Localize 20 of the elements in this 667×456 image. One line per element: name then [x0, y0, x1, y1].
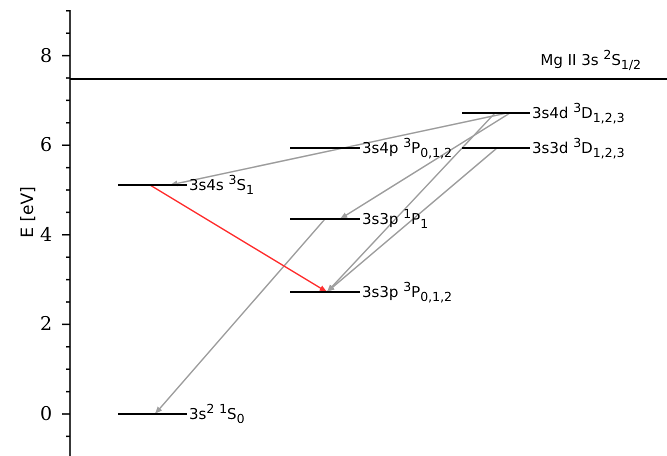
axis-title: E [eV]	[16, 186, 39, 238]
level-label: 3s$^{2}$ $^{1}$S$_{0}$	[188, 400, 245, 428]
tick-label: 6	[40, 134, 52, 156]
level-label: 3s3d $^{3}$D$_{1,2,3}$	[531, 134, 625, 162]
transition-arrow	[154, 218, 326, 414]
tick-label: 0	[40, 403, 52, 425]
transition-arrow	[326, 112, 496, 293]
level-label: 3s4s $^{3}$S$_{1}$	[188, 171, 254, 199]
transition-arrow	[150, 184, 328, 293]
level-label: Mg II 3s $^{2}$S$_{1/2}$	[539, 46, 642, 74]
tick-label: 2	[40, 313, 52, 336]
tick-label: 4	[40, 224, 52, 246]
level-label: 3s4p $^{3}$P$_{0,1,2}$	[361, 134, 452, 162]
transition-arrow	[326, 147, 498, 293]
level-label: 3s4d $^{3}$D$_{1,2,3}$	[531, 99, 625, 127]
tick-label: 8	[40, 44, 52, 67]
level-label: 3s3p $^{1}$P$_{1}$	[361, 205, 428, 233]
transition-arrow	[170, 112, 508, 186]
level-label: 3s3p $^{3}$P$_{0,1,2}$	[361, 278, 452, 306]
transition-arrow	[340, 112, 510, 220]
